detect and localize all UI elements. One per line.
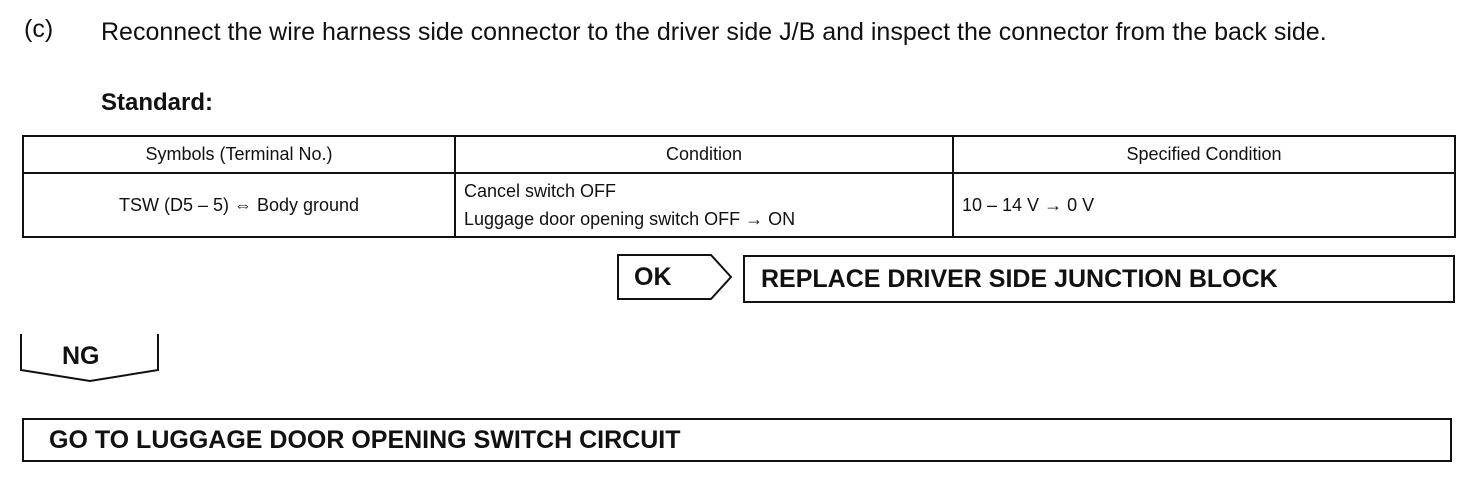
ok-result-box: REPLACE DRIVER SIDE JUNCTION BLOCK xyxy=(743,255,1455,303)
cell-specified-condition: 10 – 14 V → 0 V xyxy=(952,172,1456,238)
ng-label: NG xyxy=(62,342,100,370)
header-specified-condition: Specified Condition xyxy=(952,135,1456,174)
ok-arrow-icon xyxy=(617,254,733,300)
table-row: TSW (D5 – 5) ⇔ Body ground Cancel switch… xyxy=(22,172,1456,238)
specification-table: Symbols (Terminal No.) Condition Specifi… xyxy=(22,135,1456,238)
table-header-row: Symbols (Terminal No.) Condition Specifi… xyxy=(22,135,1456,174)
condition-line: Luggage door opening switch OFF → ON xyxy=(464,209,796,229)
standard-heading: Standard: xyxy=(101,89,214,116)
step-label: (c) xyxy=(24,15,54,43)
ok-result-text: REPLACE DRIVER SIDE JUNCTION BLOCK xyxy=(761,265,1278,293)
header-symbols: Symbols (Terminal No.) xyxy=(22,135,456,174)
header-condition: Condition xyxy=(454,135,954,174)
ng-arrow-icon xyxy=(20,334,159,383)
ng-result-box: GO TO LUGGAGE DOOR OPENING SWITCH CIRCUI… xyxy=(22,418,1452,462)
condition-line: Cancel switch OFF xyxy=(464,181,617,201)
step-instruction: Reconnect the wire harness side connecto… xyxy=(101,18,1327,46)
ok-label: OK xyxy=(634,263,672,291)
ng-result-text: GO TO LUGGAGE DOOR OPENING SWITCH CIRCUI… xyxy=(49,426,681,454)
cell-condition: Cancel switch OFF Luggage door opening s… xyxy=(454,172,954,238)
cell-symbols: TSW (D5 – 5) ⇔ Body ground xyxy=(22,172,456,238)
